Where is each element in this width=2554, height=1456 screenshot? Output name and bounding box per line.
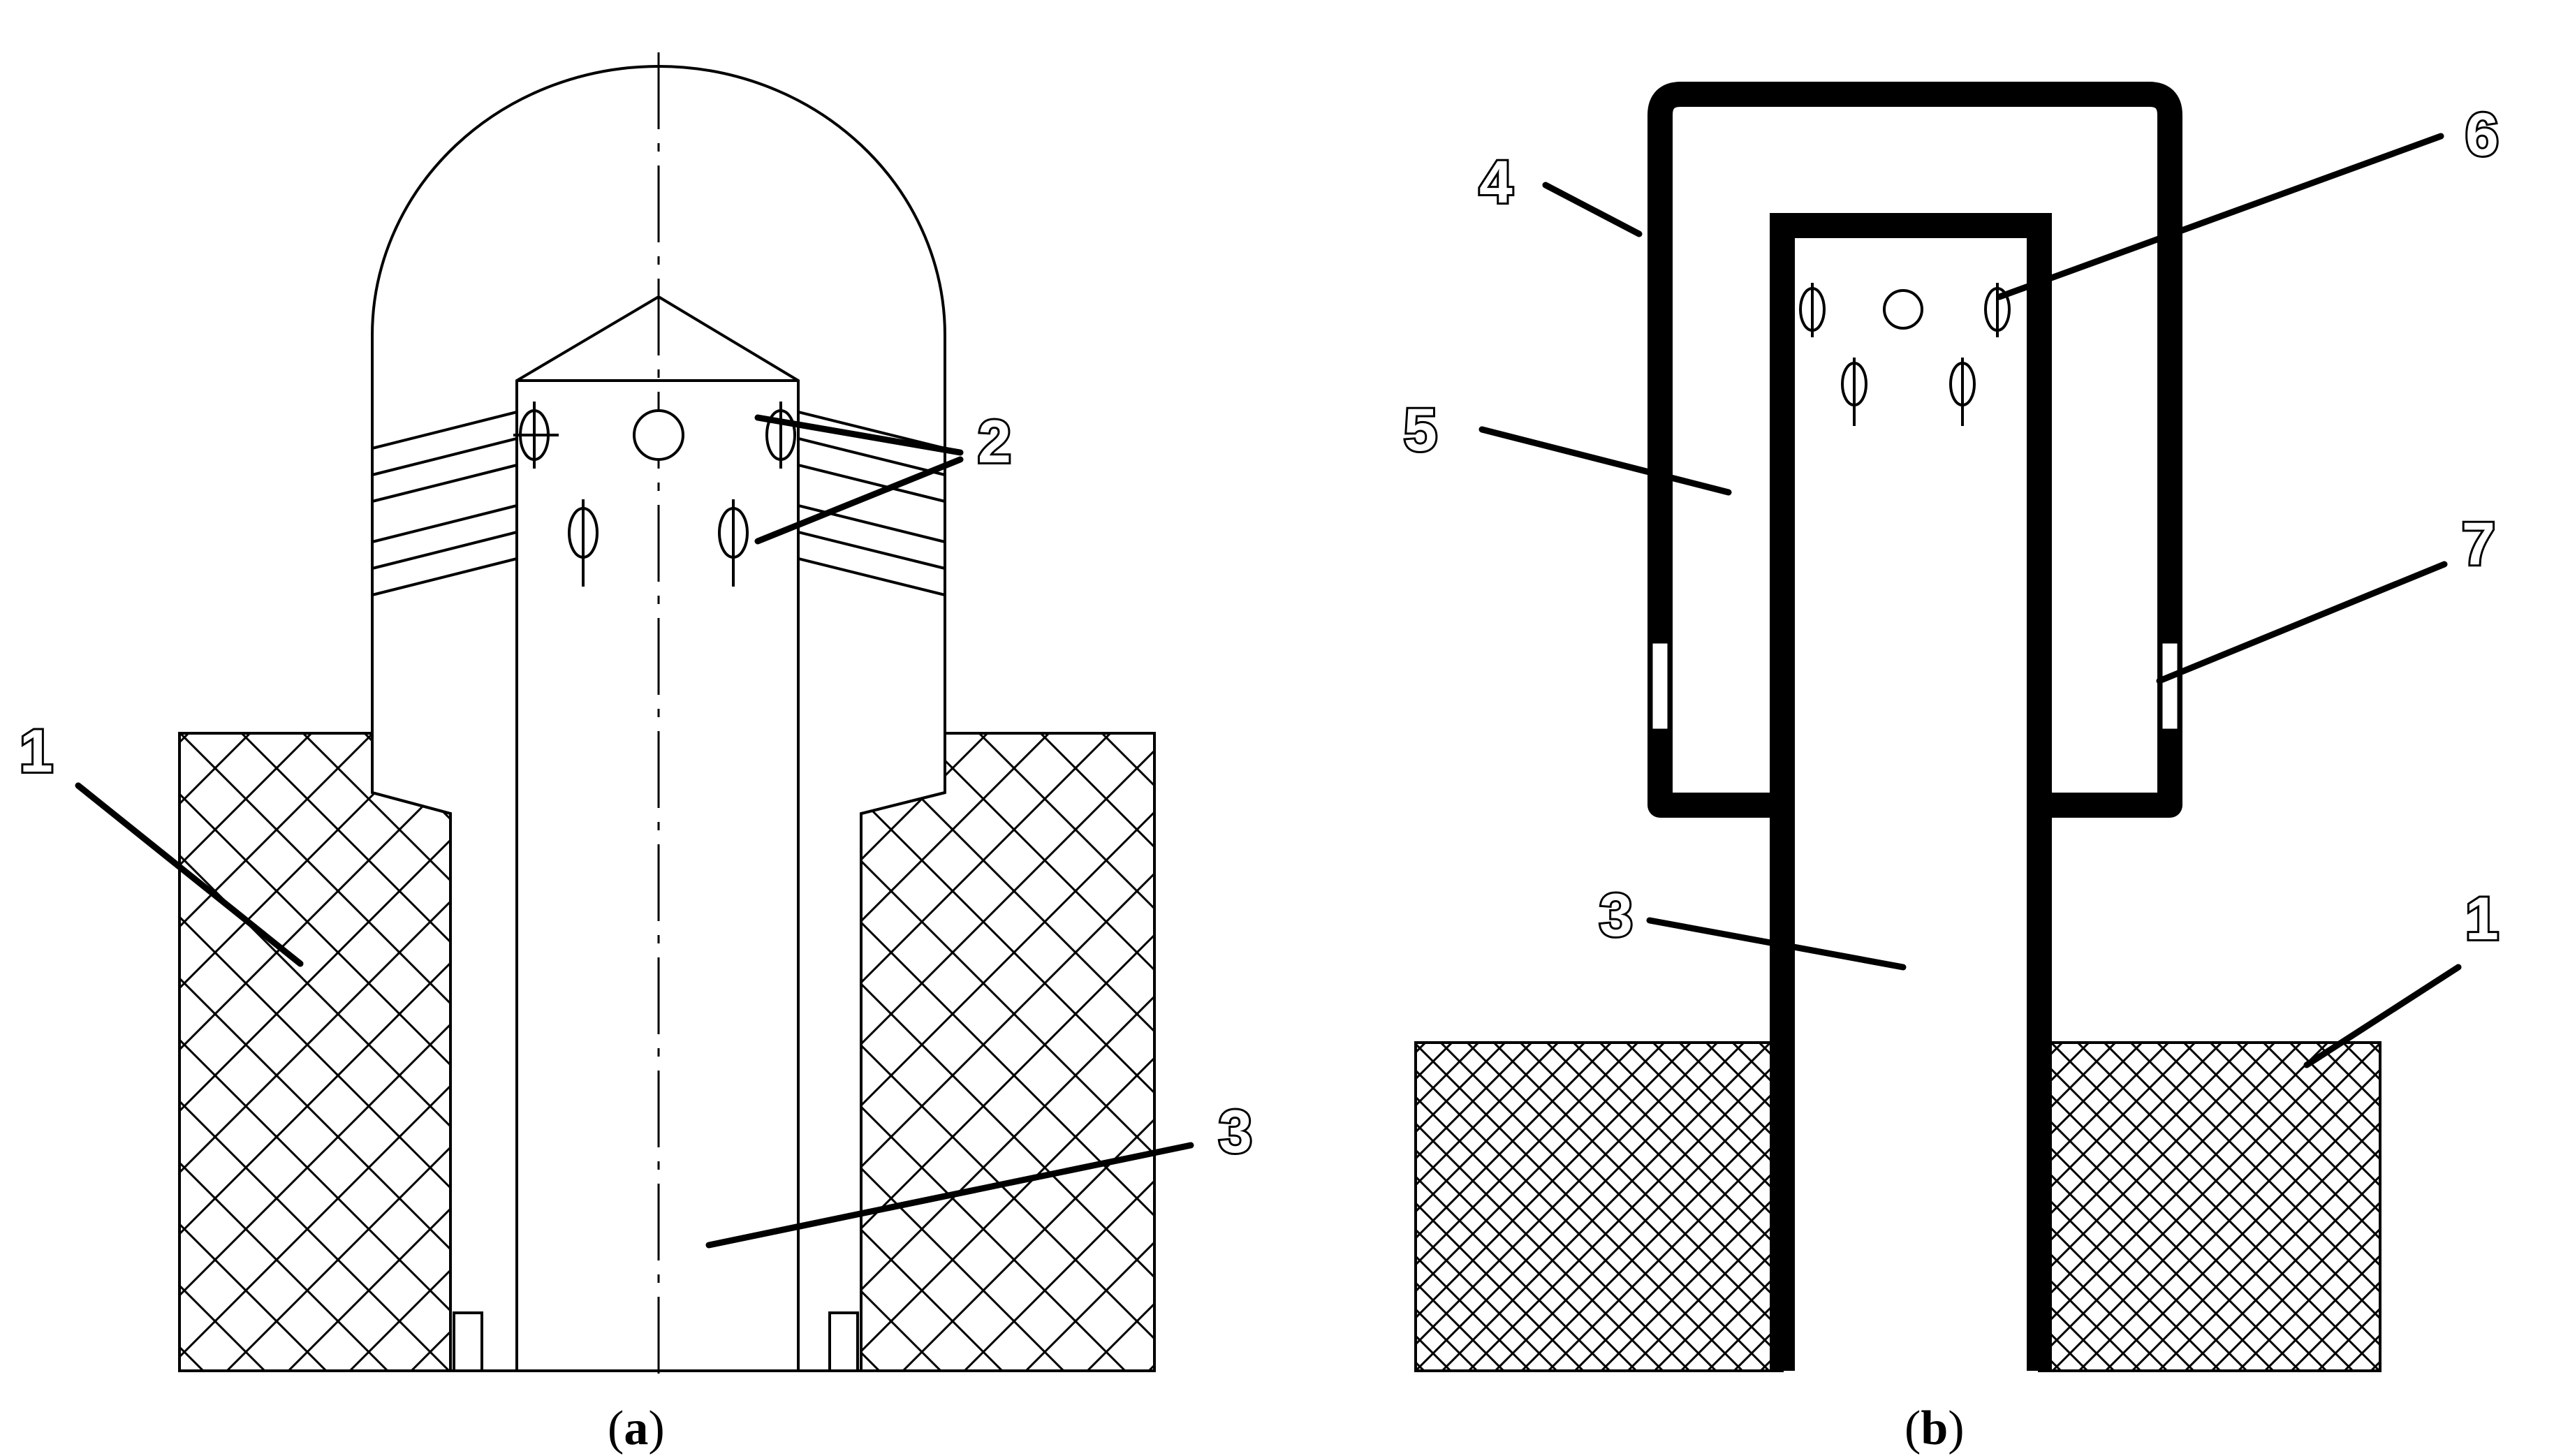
panel-a-right-base-block [860,732,1156,1372]
panel-b-label-6: 6 [2465,101,2499,168]
panel-a-center-hole [633,409,684,461]
panel-b-right-opening [2160,641,2180,731]
panel-b-label-1: 1 [2465,885,2499,953]
panel-a-left-slot [453,1311,483,1372]
panel-a-label-3: 3 [1219,1098,1252,1165]
panel-b-central-tube [1770,213,2052,1371]
panel-b-leaders [1478,133,2462,1068]
panel-a-inner-shoulder-left [372,791,452,1371]
panel-b-label-3: 3 [1599,882,1633,949]
panel-a-left-base-block [178,732,452,1372]
panel-b-diagram: 4 6 5 7 3 1 (b) [1402,82,2501,1455]
panel-a-right-stripes [798,411,946,596]
panel-b-label-5: 5 [1404,397,1437,464]
panel-a-label-2: 2 [978,409,1011,476]
panel-a-label-1: 1 [20,718,53,785]
panel-b-label-7: 7 [2462,510,2495,578]
panel-a-left-stripes [372,411,518,596]
panel-a-leaders [75,414,1194,1249]
panel-b-label-4: 4 [1479,149,1513,216]
panel-b-left-opening [1650,641,1670,731]
panel-b-outer-housing [1647,82,2182,818]
panel-a-diagram: 1 2 3 (a) [17,52,1254,1455]
panel-b-caption: (b) [1905,1402,1965,1455]
panel-a-inner-shoulder-right [860,791,946,1371]
panel-a-holes [513,402,796,587]
panel-b-left-base-block [1414,1041,1784,1372]
panel-a-caption: (a) [608,1402,665,1455]
panel-a-right-slot [828,1311,859,1372]
panel-b-center-hole [1883,289,1923,330]
panel-b-holes [1799,283,2011,426]
panel-b-right-base-block [2038,1041,2381,1372]
